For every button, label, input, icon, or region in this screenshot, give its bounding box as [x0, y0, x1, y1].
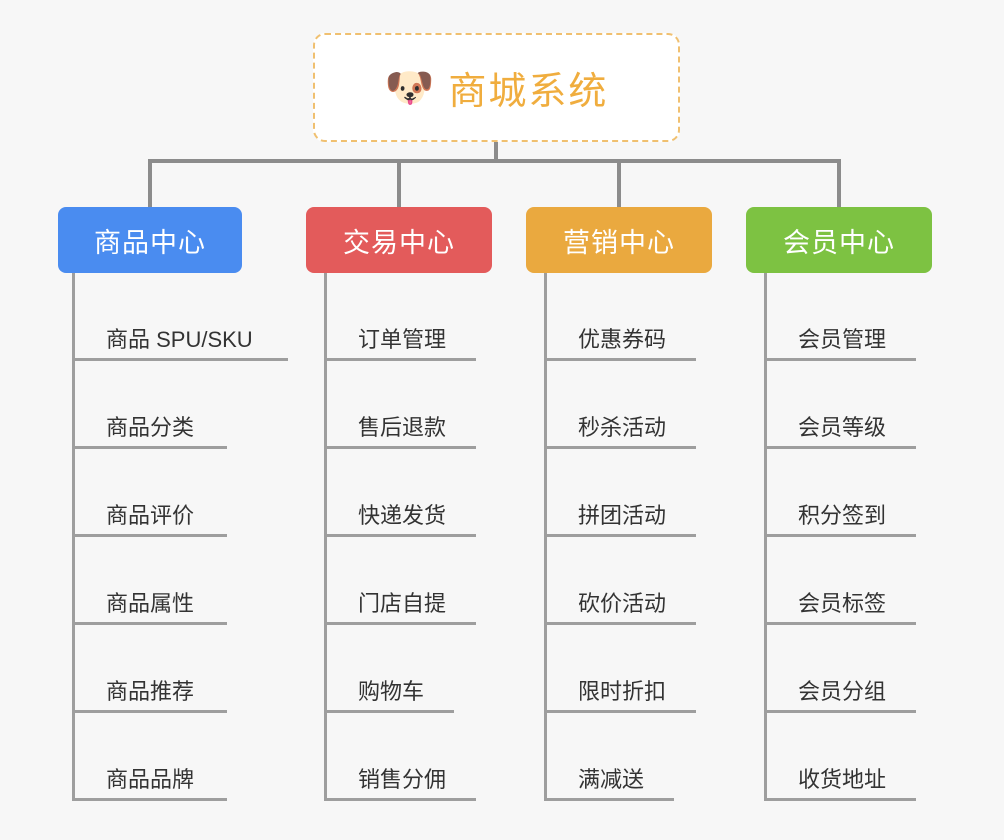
branch-marketing-center: 营销中心	[526, 207, 712, 273]
leaf-item-underline	[764, 798, 916, 801]
leaf-item[interactable]: 商品推荐	[72, 625, 227, 713]
leaf-item-underline	[324, 798, 476, 801]
leaf-item[interactable]: 售后退款	[324, 361, 476, 449]
leaf-item[interactable]: 商品 SPU/SKU	[72, 273, 288, 361]
leaf-item-label: 商品 SPU/SKU	[106, 326, 253, 352]
branch-head-label: 营销中心	[563, 227, 675, 258]
leaf-item-label: 商品评价	[106, 502, 195, 528]
spine-trade-center	[324, 273, 327, 801]
leaf-item[interactable]: 订单管理	[324, 273, 476, 361]
leaf-item-label: 会员分组	[798, 678, 887, 704]
leaf-item-label: 秒杀活动	[578, 414, 667, 440]
leaf-item[interactable]: 满减送	[544, 713, 674, 801]
leaf-item-underline	[764, 358, 916, 361]
connector-drop-marketing-center	[617, 159, 621, 207]
leaf-item-label: 快递发货	[358, 502, 447, 528]
leaf-item-underline	[72, 710, 227, 713]
leaf-item-label: 订单管理	[358, 326, 447, 352]
leaf-item-underline	[324, 358, 476, 361]
leaf-item-underline	[764, 622, 916, 625]
spine-product-center	[72, 273, 75, 801]
leaf-item[interactable]: 门店自提	[324, 537, 476, 625]
leaf-item-label: 收货地址	[798, 766, 887, 792]
leaf-item-label: 砍价活动	[578, 590, 667, 616]
leaf-item[interactable]: 收货地址	[764, 713, 916, 801]
branch-head-trade-center[interactable]: 交易中心	[306, 207, 492, 273]
leaf-item-label: 商品品牌	[106, 766, 195, 792]
leaf-item-underline	[544, 446, 696, 449]
leaf-item[interactable]: 会员管理	[764, 273, 916, 361]
leaf-item-label: 商品分类	[106, 414, 195, 440]
leaf-item[interactable]: 商品分类	[72, 361, 227, 449]
branch-head-member-center[interactable]: 会员中心	[746, 207, 932, 273]
root-node-mall-system[interactable]: 🐶 商城系统	[313, 33, 680, 142]
leaf-item-underline	[544, 622, 696, 625]
leaf-item-label: 售后退款	[358, 414, 447, 440]
leaf-item-label: 会员等级	[798, 414, 887, 440]
leaf-item-label: 限时折扣	[578, 678, 667, 704]
leaf-item[interactable]: 购物车	[324, 625, 454, 713]
leaf-item-underline	[544, 358, 696, 361]
leaf-item-label: 会员管理	[798, 326, 887, 352]
leaf-item-underline	[324, 446, 476, 449]
leaf-item-label: 购物车	[358, 678, 425, 704]
leaf-item-label: 商品推荐	[106, 678, 195, 704]
leaf-item[interactable]: 会员标签	[764, 537, 916, 625]
leaf-item[interactable]: 商品属性	[72, 537, 227, 625]
leaf-item-underline	[544, 710, 696, 713]
leaf-item-underline	[764, 534, 916, 537]
branch-head-label: 交易中心	[343, 227, 455, 258]
leaf-item-label: 商品属性	[106, 590, 195, 616]
leaf-item-underline	[764, 446, 916, 449]
leaf-item-label: 积分签到	[798, 502, 887, 528]
leaf-item[interactable]: 商品品牌	[72, 713, 227, 801]
connector-drop-member-center	[837, 159, 841, 207]
leaf-item[interactable]: 优惠券码	[544, 273, 696, 361]
connector-horizontal-bus	[149, 159, 841, 163]
leaf-item-underline	[72, 798, 227, 801]
leaf-item-label: 会员标签	[798, 590, 887, 616]
branch-head-marketing-center[interactable]: 营销中心	[526, 207, 712, 273]
leaf-item-label: 门店自提	[358, 590, 447, 616]
leaf-item-label: 优惠券码	[578, 326, 667, 352]
leaf-item-underline	[544, 534, 696, 537]
connector-drop-trade-center	[397, 159, 401, 207]
leaf-item-underline	[324, 710, 454, 713]
leaf-item[interactable]: 快递发货	[324, 449, 476, 537]
branch-product-center: 商品中心	[58, 207, 242, 273]
leaf-item-label: 满减送	[578, 766, 645, 792]
leaf-item[interactable]: 商品评价	[72, 449, 227, 537]
leaf-item-underline	[324, 534, 476, 537]
leaf-item-label: 拼团活动	[578, 502, 667, 528]
shiba-dog-face-emoji: 🐶	[384, 65, 435, 110]
branch-head-label: 会员中心	[783, 227, 895, 258]
leaf-item[interactable]: 限时折扣	[544, 625, 696, 713]
leaf-item-underline	[72, 446, 227, 449]
leaf-item[interactable]: 销售分佣	[324, 713, 476, 801]
leaf-item[interactable]: 秒杀活动	[544, 361, 696, 449]
branch-head-label: 商品中心	[94, 227, 206, 258]
leaf-item[interactable]: 会员分组	[764, 625, 916, 713]
connector-root-stem	[494, 142, 498, 162]
branch-member-center: 会员中心	[746, 207, 932, 273]
leaf-item-underline	[72, 534, 227, 537]
leaf-item[interactable]: 会员等级	[764, 361, 916, 449]
spine-member-center	[764, 273, 767, 801]
leaf-item[interactable]: 积分签到	[764, 449, 916, 537]
leaf-item-label: 销售分佣	[358, 766, 447, 792]
leaf-item[interactable]: 砍价活动	[544, 537, 696, 625]
branch-head-product-center[interactable]: 商品中心	[58, 207, 242, 273]
connector-drop-product-center	[148, 159, 152, 207]
leaf-item-underline	[72, 622, 227, 625]
spine-marketing-center	[544, 273, 547, 801]
leaf-item[interactable]: 拼团活动	[544, 449, 696, 537]
branch-trade-center: 交易中心	[306, 207, 492, 273]
leaf-item-underline	[764, 710, 916, 713]
leaf-item-underline	[72, 358, 288, 361]
leaf-item-underline	[544, 798, 674, 801]
root-node-title: 商城系统	[448, 71, 609, 113]
leaf-item-underline	[324, 622, 476, 625]
